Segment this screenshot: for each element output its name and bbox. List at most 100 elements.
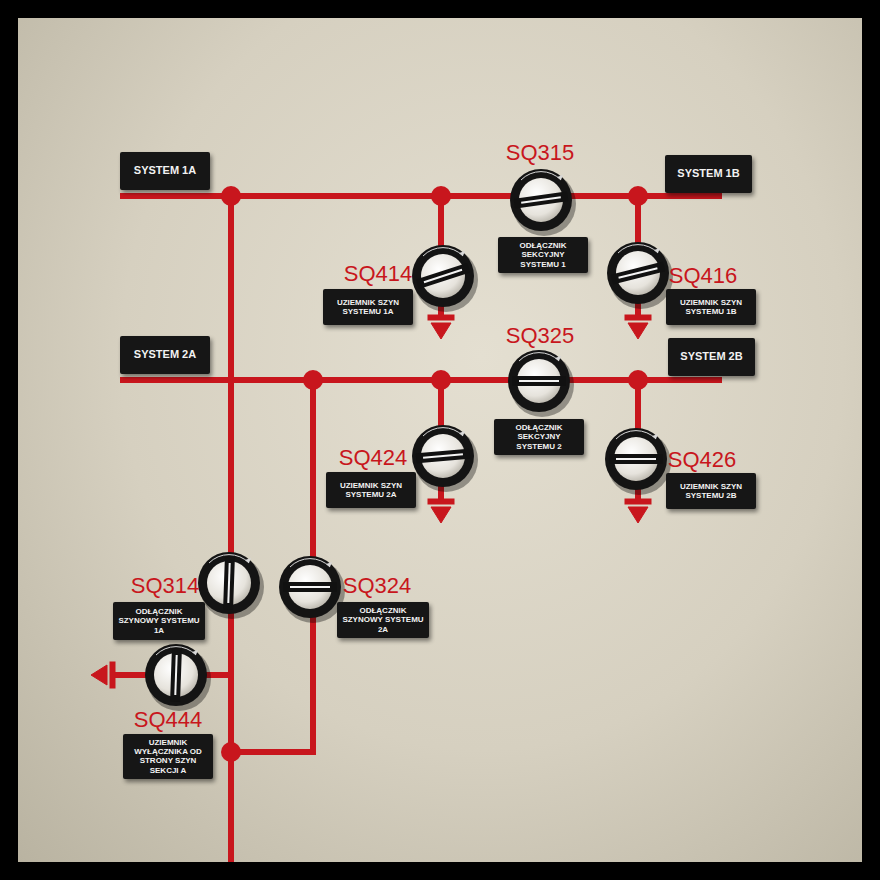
earth-arrow: [431, 507, 451, 523]
switch-handle-bar: [609, 454, 663, 464]
junction-dot: [628, 370, 648, 390]
switch-code: SQ416: [669, 263, 738, 289]
switch-scale-arrow: [192, 650, 198, 655]
switch-code: SQ444: [134, 707, 203, 733]
plate-text: SYSTEM 1B: [677, 167, 739, 180]
plate-text: SYSTEM 1A: [134, 164, 196, 177]
label-plate: ODŁĄCZNIK SEKCYJNY SYSTEMU 2: [494, 419, 584, 455]
switch-bezel: [198, 552, 260, 614]
earth-arrow: [91, 665, 107, 685]
switch-handle-bar: [223, 556, 235, 610]
switch-handle-mark: [519, 380, 559, 382]
switch-handle-bar: [512, 376, 566, 386]
label-plate: UZIEMNIK SZYN SYSTEMU 2B: [666, 473, 756, 509]
plate-text: ODŁĄCZNIK SEKCYJNY SYSTEMU 2: [499, 423, 579, 451]
switch-code: SQ324: [343, 573, 412, 599]
earth-bar: [625, 499, 651, 504]
junction-dot: [221, 742, 241, 762]
switch-handle: [609, 454, 663, 464]
label-plate: ODŁĄCZNIK SZYNOWY SYSTEMU 1A: [113, 602, 205, 640]
switch-handle: [283, 582, 337, 592]
earth-symbols: [91, 315, 651, 688]
label-plate: SYSTEM 2B: [668, 338, 755, 376]
switch-handle-bar: [416, 449, 471, 464]
busbars: [112, 196, 722, 862]
switch-scale-arrow: [652, 434, 658, 439]
earth-arrow: [628, 507, 648, 523]
switch-handle: [514, 191, 569, 208]
switch-bezel: [279, 556, 341, 618]
switch-handle-bar: [514, 191, 569, 208]
rotary-switch: [279, 556, 345, 623]
switch-code: SQ414: [344, 261, 413, 287]
switch-scale-arrow: [459, 431, 465, 436]
earth-bar: [110, 662, 115, 688]
switch-knob: [517, 359, 561, 403]
switch-handle-mark: [290, 586, 330, 588]
switch-scale-arrow: [555, 356, 561, 361]
switch-scale-arrow: [654, 248, 660, 253]
switch-knob: [614, 437, 658, 481]
rotary-switch: [605, 428, 671, 495]
switch-bezel: [412, 425, 474, 487]
earth-bar: [428, 315, 454, 320]
switch-handle: [416, 449, 471, 464]
switch-scale-arrow: [459, 251, 465, 256]
switch-handle-mark: [424, 269, 463, 283]
earth-arrow: [628, 323, 648, 339]
plate-text: SYSTEM 2B: [680, 350, 742, 363]
plate-text: UZIEMNIK SZYN SYSTEMU 2A: [331, 481, 411, 499]
switch-knob: [154, 653, 198, 697]
switch-handle: [611, 262, 666, 285]
switch-code: SQ325: [506, 323, 575, 349]
plate-text: ODŁĄCZNIK SZYNOWY SYSTEMU 1A: [118, 607, 200, 635]
feeder-line: [228, 196, 234, 862]
switch-handle: [416, 263, 470, 289]
label-plate: UZIEMNIK WYŁĄCZNIKA OD STRONY SZYN SEKCJ…: [123, 734, 213, 779]
switch-code: SQ424: [339, 445, 408, 471]
switch-knob: [288, 565, 332, 609]
switch-handle: [223, 556, 235, 610]
plate-text: ODŁĄCZNIK SZYNOWY SYSTEMU 2A: [342, 606, 424, 634]
switch-handle-mark: [618, 267, 657, 279]
switch-bezel: [145, 644, 207, 706]
junction-dot: [431, 370, 451, 390]
switch-handle-bar: [283, 582, 337, 592]
switch-bezel: [605, 428, 667, 490]
rotary-switch: [607, 242, 673, 309]
earth-bar: [428, 499, 454, 504]
switch-handle-mark: [227, 563, 230, 603]
plate-text: UZIEMNIK SZYN SYSTEMU 2B: [671, 482, 751, 500]
plate-text: ODŁĄCZNIK SEKCYJNY SYSTEMU 1: [503, 241, 583, 269]
switch-bezel: [508, 350, 570, 412]
switch-code: SQ426: [668, 447, 737, 473]
switch-handle-mark: [174, 655, 177, 695]
plate-text: SYSTEM 2A: [134, 348, 196, 361]
rotary-switch: [510, 169, 576, 236]
switch-handle: [512, 376, 566, 386]
label-plate: SYSTEM 1A: [120, 152, 210, 190]
rotary-switch: [412, 245, 478, 312]
label-plate: UZIEMNIK SZYN SYSTEMU 2A: [326, 472, 416, 508]
switch-knob: [207, 561, 251, 605]
rotary-switch: [412, 425, 478, 492]
switch-handle-mark: [616, 458, 656, 460]
junction-dot: [221, 186, 241, 206]
earth-bar: [625, 315, 651, 320]
label-plate: UZIEMNIK SZYN SYSTEMU 1A: [323, 289, 413, 325]
label-plate: SYSTEM 1B: [665, 155, 752, 193]
switch-code: SQ315: [506, 140, 575, 166]
switch-handle-bar: [611, 262, 666, 285]
plate-text: UZIEMNIK SZYN SYSTEMU 1A: [328, 298, 408, 316]
switch-scale-arrow: [245, 558, 251, 563]
rotary-switch: [198, 552, 264, 619]
earth-arrow: [431, 323, 451, 339]
label-plate: ODŁĄCZNIK SEKCYJNY SYSTEMU 1: [498, 237, 588, 273]
mimic-panel: SYSTEM 1A SYSTEM 1B ODŁĄCZNIK SEKCYJNY SYS…: [18, 18, 862, 862]
label-plate: SYSTEM 2A: [120, 336, 210, 374]
switch-bezel: [412, 245, 474, 307]
label-plate: UZIEMNIK SZYN SYSTEMU 1B: [666, 289, 756, 325]
switch-handle: [170, 648, 182, 702]
switch-scale-arrow: [557, 175, 563, 180]
